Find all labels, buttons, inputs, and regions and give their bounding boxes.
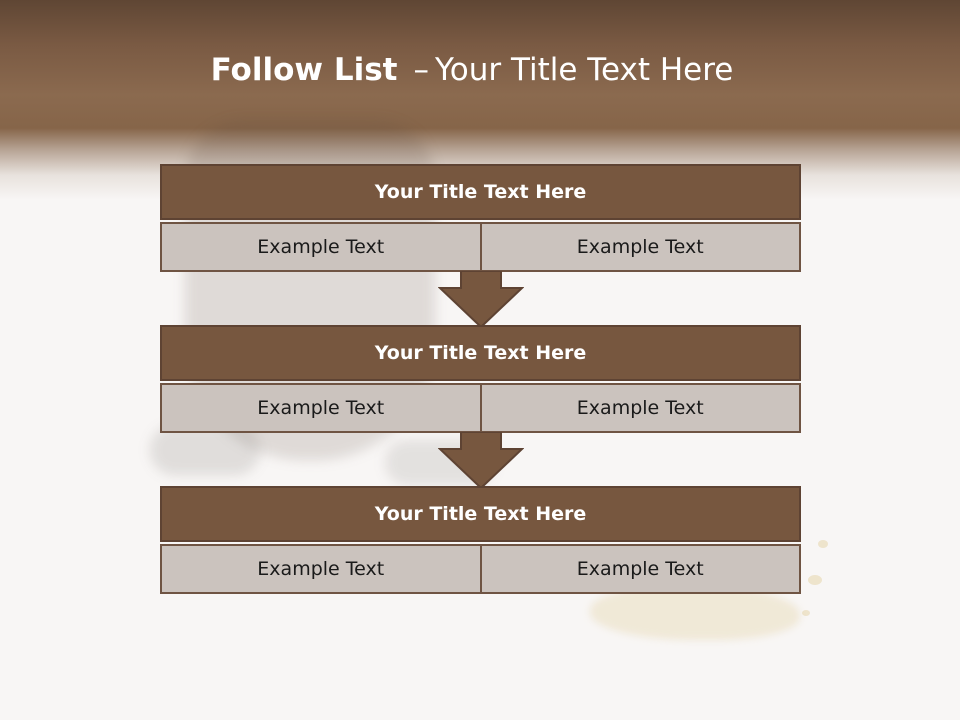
step-cell-right: Example Text bbox=[481, 222, 801, 272]
step-title: Your Title Text Here bbox=[160, 486, 801, 542]
step-row: Example Text Example Text bbox=[160, 383, 801, 433]
step-cell-right: Example Text bbox=[481, 383, 801, 433]
photo-puddle bbox=[590, 585, 800, 640]
photo-drop bbox=[818, 540, 828, 548]
photo-drop bbox=[808, 575, 822, 585]
title-bold-part: Follow List bbox=[210, 52, 398, 88]
down-arrow-icon bbox=[438, 432, 524, 490]
step-box: Your Title Text Here Example Text Exampl… bbox=[160, 325, 801, 433]
title-separator: – bbox=[413, 52, 429, 88]
step-row: Example Text Example Text bbox=[160, 544, 801, 594]
down-arrow-icon bbox=[438, 271, 524, 329]
photo-paw-left bbox=[150, 425, 260, 475]
photo-drop bbox=[802, 610, 810, 616]
step-box: Your Title Text Here Example Text Exampl… bbox=[160, 486, 801, 594]
page-title: Follow List–Your Title Text Here bbox=[0, 52, 944, 88]
step-box: Your Title Text Here Example Text Exampl… bbox=[160, 164, 801, 272]
step-cell-left: Example Text bbox=[160, 383, 482, 433]
step-cell-left: Example Text bbox=[160, 544, 482, 594]
step-title: Your Title Text Here bbox=[160, 164, 801, 220]
title-subtitle-part: Your Title Text Here bbox=[434, 52, 734, 88]
step-title: Your Title Text Here bbox=[160, 325, 801, 381]
step-cell-left: Example Text bbox=[160, 222, 482, 272]
step-row: Example Text Example Text bbox=[160, 222, 801, 272]
step-cell-right: Example Text bbox=[481, 544, 801, 594]
